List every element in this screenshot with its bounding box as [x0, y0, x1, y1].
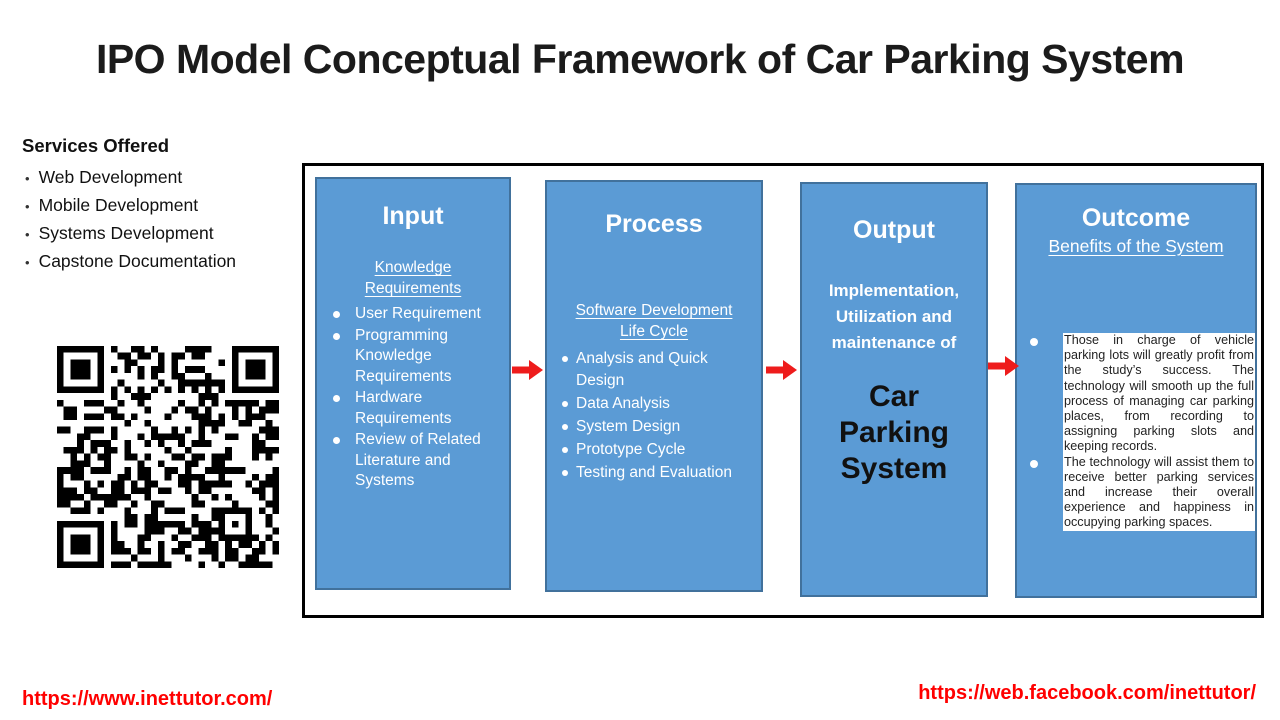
process-item-label: Data Analysis	[576, 395, 670, 412]
process-item-label: Testing and Evaluation	[576, 464, 732, 481]
process-subtitle: Software Development Life Cycle	[575, 302, 733, 340]
list-item: User Requirement	[317, 304, 509, 325]
output-lead-text: Implementation, Utilization and maintena…	[828, 281, 960, 352]
list-item: System Design	[547, 416, 761, 438]
input-subtitle: Knowledge Requirements	[364, 259, 462, 297]
output-title: Output	[853, 216, 935, 244]
input-title: Input	[382, 202, 444, 230]
bullet-icon	[562, 356, 568, 362]
outcome-subtitle: Benefits of the System	[1048, 236, 1224, 256]
bullet-icon	[562, 401, 568, 407]
process-title: Process	[605, 210, 703, 238]
list-item: Prototype Cycle	[547, 439, 761, 461]
bullet-icon	[1030, 459, 1038, 468]
process-list: Analysis and Quick Design Data Analysis …	[547, 348, 761, 484]
output-box: Output Implementation, Utilization and m…	[800, 182, 988, 597]
right-arrow-icon	[766, 360, 797, 380]
process-item-label: Analysis and Quick Design	[576, 350, 708, 389]
right-arrow-icon	[988, 356, 1019, 376]
services-heading: Services Offered	[22, 135, 170, 156]
list-item: • Web Development	[22, 164, 302, 192]
input-list: User Requirement Programming Knowledge R…	[317, 304, 509, 492]
outcome-title: Outcome	[1081, 204, 1191, 232]
facebook-link[interactable]: https://web.facebook.com/inettutor/	[918, 682, 1256, 704]
outcome-paragraph: The technology will assist them to recei…	[1063, 454, 1255, 531]
outcome-list: Those in charge of vehicle parking lots …	[1017, 333, 1255, 531]
process-item-label: Prototype Cycle	[576, 441, 686, 458]
list-item: Review of Related Literature and Systems	[317, 430, 509, 492]
bullet-icon: •	[25, 199, 30, 214]
list-item: Testing and Evaluation	[547, 462, 761, 484]
list-item: Those in charge of vehicle parking lots …	[1017, 333, 1255, 455]
service-label: Web Development	[38, 167, 183, 187]
process-box: Process Software Development Life Cycle …	[545, 180, 763, 592]
bullet-icon: •	[25, 227, 30, 242]
input-item-label: Review of Related Literature and Systems	[355, 431, 481, 489]
list-item: • Systems Development	[22, 220, 302, 248]
bullet-icon	[333, 437, 340, 444]
inettutor-link[interactable]: https://www.inettutor.com/	[22, 688, 273, 710]
input-item-label: Programming Knowledge Requirements	[355, 326, 452, 385]
input-item-label: User Requirement	[355, 305, 481, 322]
list-item: • Mobile Development	[22, 192, 302, 220]
bullet-icon	[333, 311, 340, 318]
list-item: Programming Knowledge Requirements	[317, 326, 509, 388]
outcome-paragraph: Those in charge of vehicle parking lots …	[1063, 333, 1255, 455]
page-title: IPO Model Conceptual Framework of Car Pa…	[95, 36, 1185, 82]
outcome-box: Outcome Benefits of the System Those in …	[1015, 183, 1257, 598]
service-label: Capstone Documentation	[38, 251, 237, 271]
input-box: Input Knowledge Requirements User Requir…	[315, 177, 511, 590]
service-label: Mobile Development	[38, 195, 199, 215]
qr-code	[57, 346, 279, 568]
bullet-icon: •	[25, 171, 30, 186]
right-arrow-icon	[512, 360, 543, 380]
service-label: Systems Development	[38, 223, 214, 243]
services-offered-panel: Services Offered • Web Development • Mobil…	[22, 135, 302, 276]
list-item: Analysis and Quick Design	[547, 348, 761, 392]
bullet-icon	[562, 447, 568, 453]
list-item: The technology will assist them to recei…	[1017, 454, 1255, 531]
input-item-label: Hardware Requirements	[355, 389, 452, 427]
bullet-icon	[562, 424, 568, 430]
bullet-icon: •	[25, 255, 30, 270]
process-item-label: System Design	[576, 418, 681, 435]
bullet-icon	[1030, 338, 1038, 346]
bullet-icon	[333, 332, 340, 340]
list-item: Hardware Requirements	[317, 388, 509, 429]
bullet-icon	[562, 470, 568, 476]
services-list: • Web Development • Mobile Development • Sy…	[22, 164, 302, 276]
system-name: Car Parking System	[838, 380, 950, 485]
list-item: Data Analysis	[547, 393, 761, 415]
bullet-icon	[333, 395, 340, 402]
list-item: • Capstone Documentation	[22, 248, 302, 276]
